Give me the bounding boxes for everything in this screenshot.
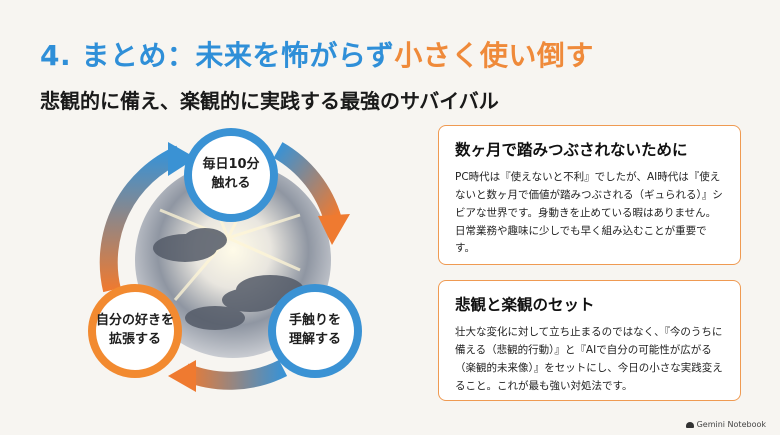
card-heading: 悲観と楽観のセット: [455, 296, 595, 314]
cycle-arrow-top-right: [273, 142, 342, 223]
arrowhead-right: [318, 214, 350, 245]
cycle-arrow-left: [99, 145, 184, 293]
cycle-arrow-bottom: [181, 359, 288, 390]
info-card-avoid-crush: 数ヶ月で踏みつぶされないために PC時代は『使えないと不利』でしたが、AI時代は…: [438, 125, 741, 265]
cycle-node-daily: 毎日10分 触れる: [184, 128, 278, 222]
card-body: PC時代は『使えないと不利』でしたが、AI時代は『使えないと数ヶ月で価値が踏みつ…: [455, 171, 723, 255]
page-title: 4. まとめ：未来を怖がらず小さく使い倒す: [40, 34, 594, 74]
arrowhead-bottom: [168, 360, 196, 392]
footer-brand: Gemini Notebook: [685, 420, 766, 429]
cycle-node-expand: 自分の好きを 拡張する: [88, 284, 182, 378]
notebook-logo-icon: [685, 421, 694, 428]
page-subtitle: 悲観的に備え、楽観的に実践する最強のサバイバル: [40, 89, 499, 113]
title-highlight: 小さく使い倒す: [394, 39, 594, 72]
card-heading: 数ヶ月で踏みつぶされないために: [455, 141, 688, 159]
card-body: 壮大な変化に対して立ち止まるのではなく、『今のうちに備える（悲観的行動）』と『A…: [455, 326, 723, 392]
arrowhead-left: [168, 142, 196, 176]
info-card-pessimism-optimism: 悲観と楽観のセット 壮大な変化に対して立ち止まるのではなく、『今のうちに備える（…: [438, 280, 741, 401]
footer-brand-label: Gemini Notebook: [696, 420, 766, 429]
cycle-node-understand: 手触りを 理解する: [268, 284, 362, 378]
title-main: 4. まとめ：未来を怖がらず: [40, 39, 395, 72]
